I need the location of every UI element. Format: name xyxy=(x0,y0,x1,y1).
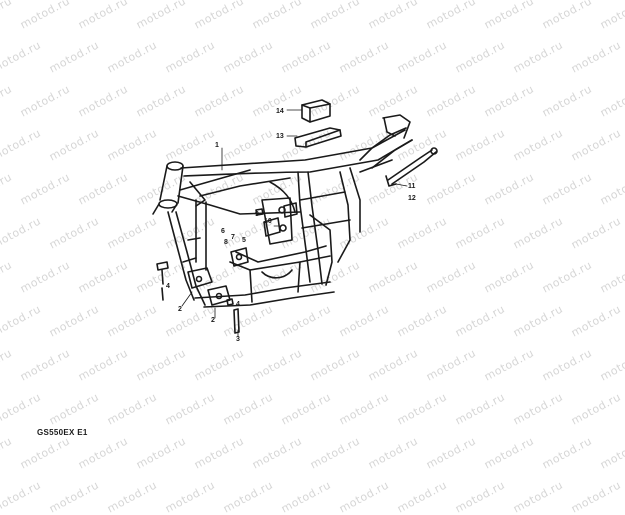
callout-9: 9 xyxy=(255,211,259,218)
diagram-code: GS550EX E1 xyxy=(37,428,88,437)
rear-bracket-rod xyxy=(385,147,438,187)
part-14-cover xyxy=(301,99,331,123)
callout-4b: 4 xyxy=(236,301,240,308)
watermark-text: motod.ru xyxy=(163,478,218,515)
watermark-text: motod.ru xyxy=(221,478,276,515)
callout-8: 8 xyxy=(224,239,228,246)
rear-section xyxy=(261,167,361,286)
watermark-text: motod.ru xyxy=(279,478,334,515)
watermark-text: motod.ru xyxy=(0,478,44,515)
watermark-text: motod.ru xyxy=(105,478,160,515)
callout-6: 6 xyxy=(221,228,225,235)
callout-10: 10 xyxy=(264,218,272,225)
callout-3: 3 xyxy=(236,336,240,343)
seat-rail xyxy=(359,114,413,173)
callout-13: 13 xyxy=(276,133,284,140)
callout-labels: 1 2 2 3 4 4 5 6 7 8 9 10 11 12 13 14 xyxy=(166,108,416,343)
lower-cradle xyxy=(194,245,335,308)
callout-5: 5 xyxy=(242,237,246,244)
watermark-text: motod.ru xyxy=(337,478,392,515)
front-downtube xyxy=(167,199,207,306)
callout-2a: 2 xyxy=(178,306,182,313)
callout-11: 11 xyxy=(408,183,416,190)
watermark-text: motod.ru xyxy=(453,478,508,515)
callout-2b: 2 xyxy=(211,317,215,324)
callout-4a: 4 xyxy=(166,283,170,290)
steering-head xyxy=(152,161,184,215)
frame-backbone xyxy=(177,129,413,215)
bolts xyxy=(156,208,264,334)
leader-lines xyxy=(181,109,408,337)
watermark-text: motod.ru xyxy=(511,478,566,515)
callout-1: 1 xyxy=(215,142,219,149)
watermark-text: motod.ru xyxy=(47,478,102,515)
part-13-pad xyxy=(294,127,342,148)
callout-12: 12 xyxy=(408,195,416,202)
callout-14: 14 xyxy=(276,108,284,115)
frame-drawing: 1 2 2 3 4 4 5 6 7 8 9 10 11 12 13 14 xyxy=(152,99,438,343)
watermark-text: motod.ru xyxy=(395,478,450,515)
callout-7: 7 xyxy=(231,234,235,241)
engine-mount-bracket xyxy=(187,202,298,306)
watermark-text: motod.ru xyxy=(569,478,624,515)
